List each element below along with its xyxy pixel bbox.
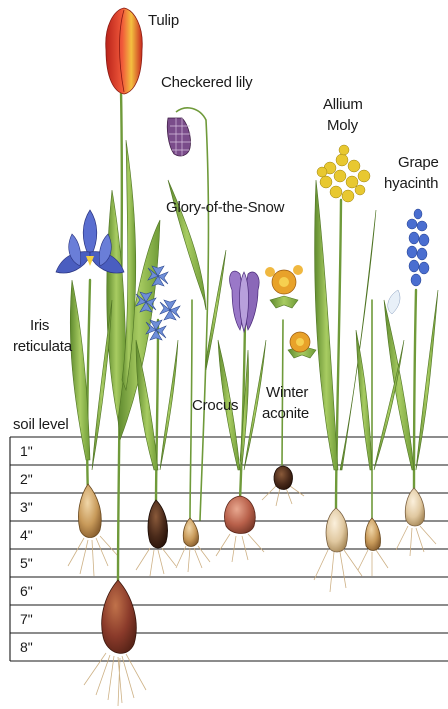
label-winter-aconite-line1: Winter — [266, 384, 308, 402]
winter-aconite-flower-icon — [265, 265, 310, 352]
label-allium-line2: Moly — [327, 117, 358, 135]
depth-label-7: 7" — [20, 611, 33, 627]
iris-bulb-icon — [78, 484, 101, 538]
depth-label-6: 6" — [20, 583, 33, 599]
depth-grid — [10, 437, 448, 661]
label-glory-of-the-snow: Glory-of-the-Snow — [166, 199, 284, 217]
small-dark-bulb-icon — [365, 518, 380, 551]
tulip-bulb-icon — [102, 580, 137, 653]
allium-bulb-icon — [326, 508, 347, 552]
crocus-corm-icon — [225, 496, 256, 534]
grape-hyacinth-flower-icon — [388, 209, 429, 314]
depth-label-5: 5" — [20, 555, 33, 571]
tulip-flower-icon — [106, 8, 143, 94]
label-grape-hyacinth-line1: Grape — [398, 154, 439, 172]
label-winter-aconite-line2: aconite — [262, 405, 309, 423]
label-tulip: Tulip — [148, 12, 179, 30]
allium-moly-flower-icon — [317, 145, 370, 202]
soil-level-label: soil level — [13, 416, 69, 434]
checkered-lily-flower-icon — [167, 108, 206, 156]
crocus-flower-icon — [230, 271, 260, 332]
label-iris-line2: reticulata — [13, 338, 72, 356]
depth-label-1: 1" — [20, 443, 33, 459]
hyacinth-small-bulb-icon — [183, 518, 198, 547]
scilla-bulb-icon — [148, 500, 168, 548]
label-checkered-lily: Checkered lily — [161, 74, 252, 92]
label-allium-line1: Allium — [323, 96, 363, 114]
aconite-tuber-icon — [274, 466, 293, 489]
depth-label-2: 2" — [20, 471, 33, 487]
label-crocus: Crocus — [192, 397, 238, 415]
depth-label-4: 4" — [20, 527, 33, 543]
depth-label-3: 3" — [20, 499, 33, 515]
label-iris-line1: Iris — [30, 317, 49, 335]
grape-hyacinth-bulb-icon — [405, 488, 424, 526]
depth-label-8: 8" — [20, 639, 33, 655]
label-grape-hyacinth-line2: hyacinth — [384, 175, 438, 193]
